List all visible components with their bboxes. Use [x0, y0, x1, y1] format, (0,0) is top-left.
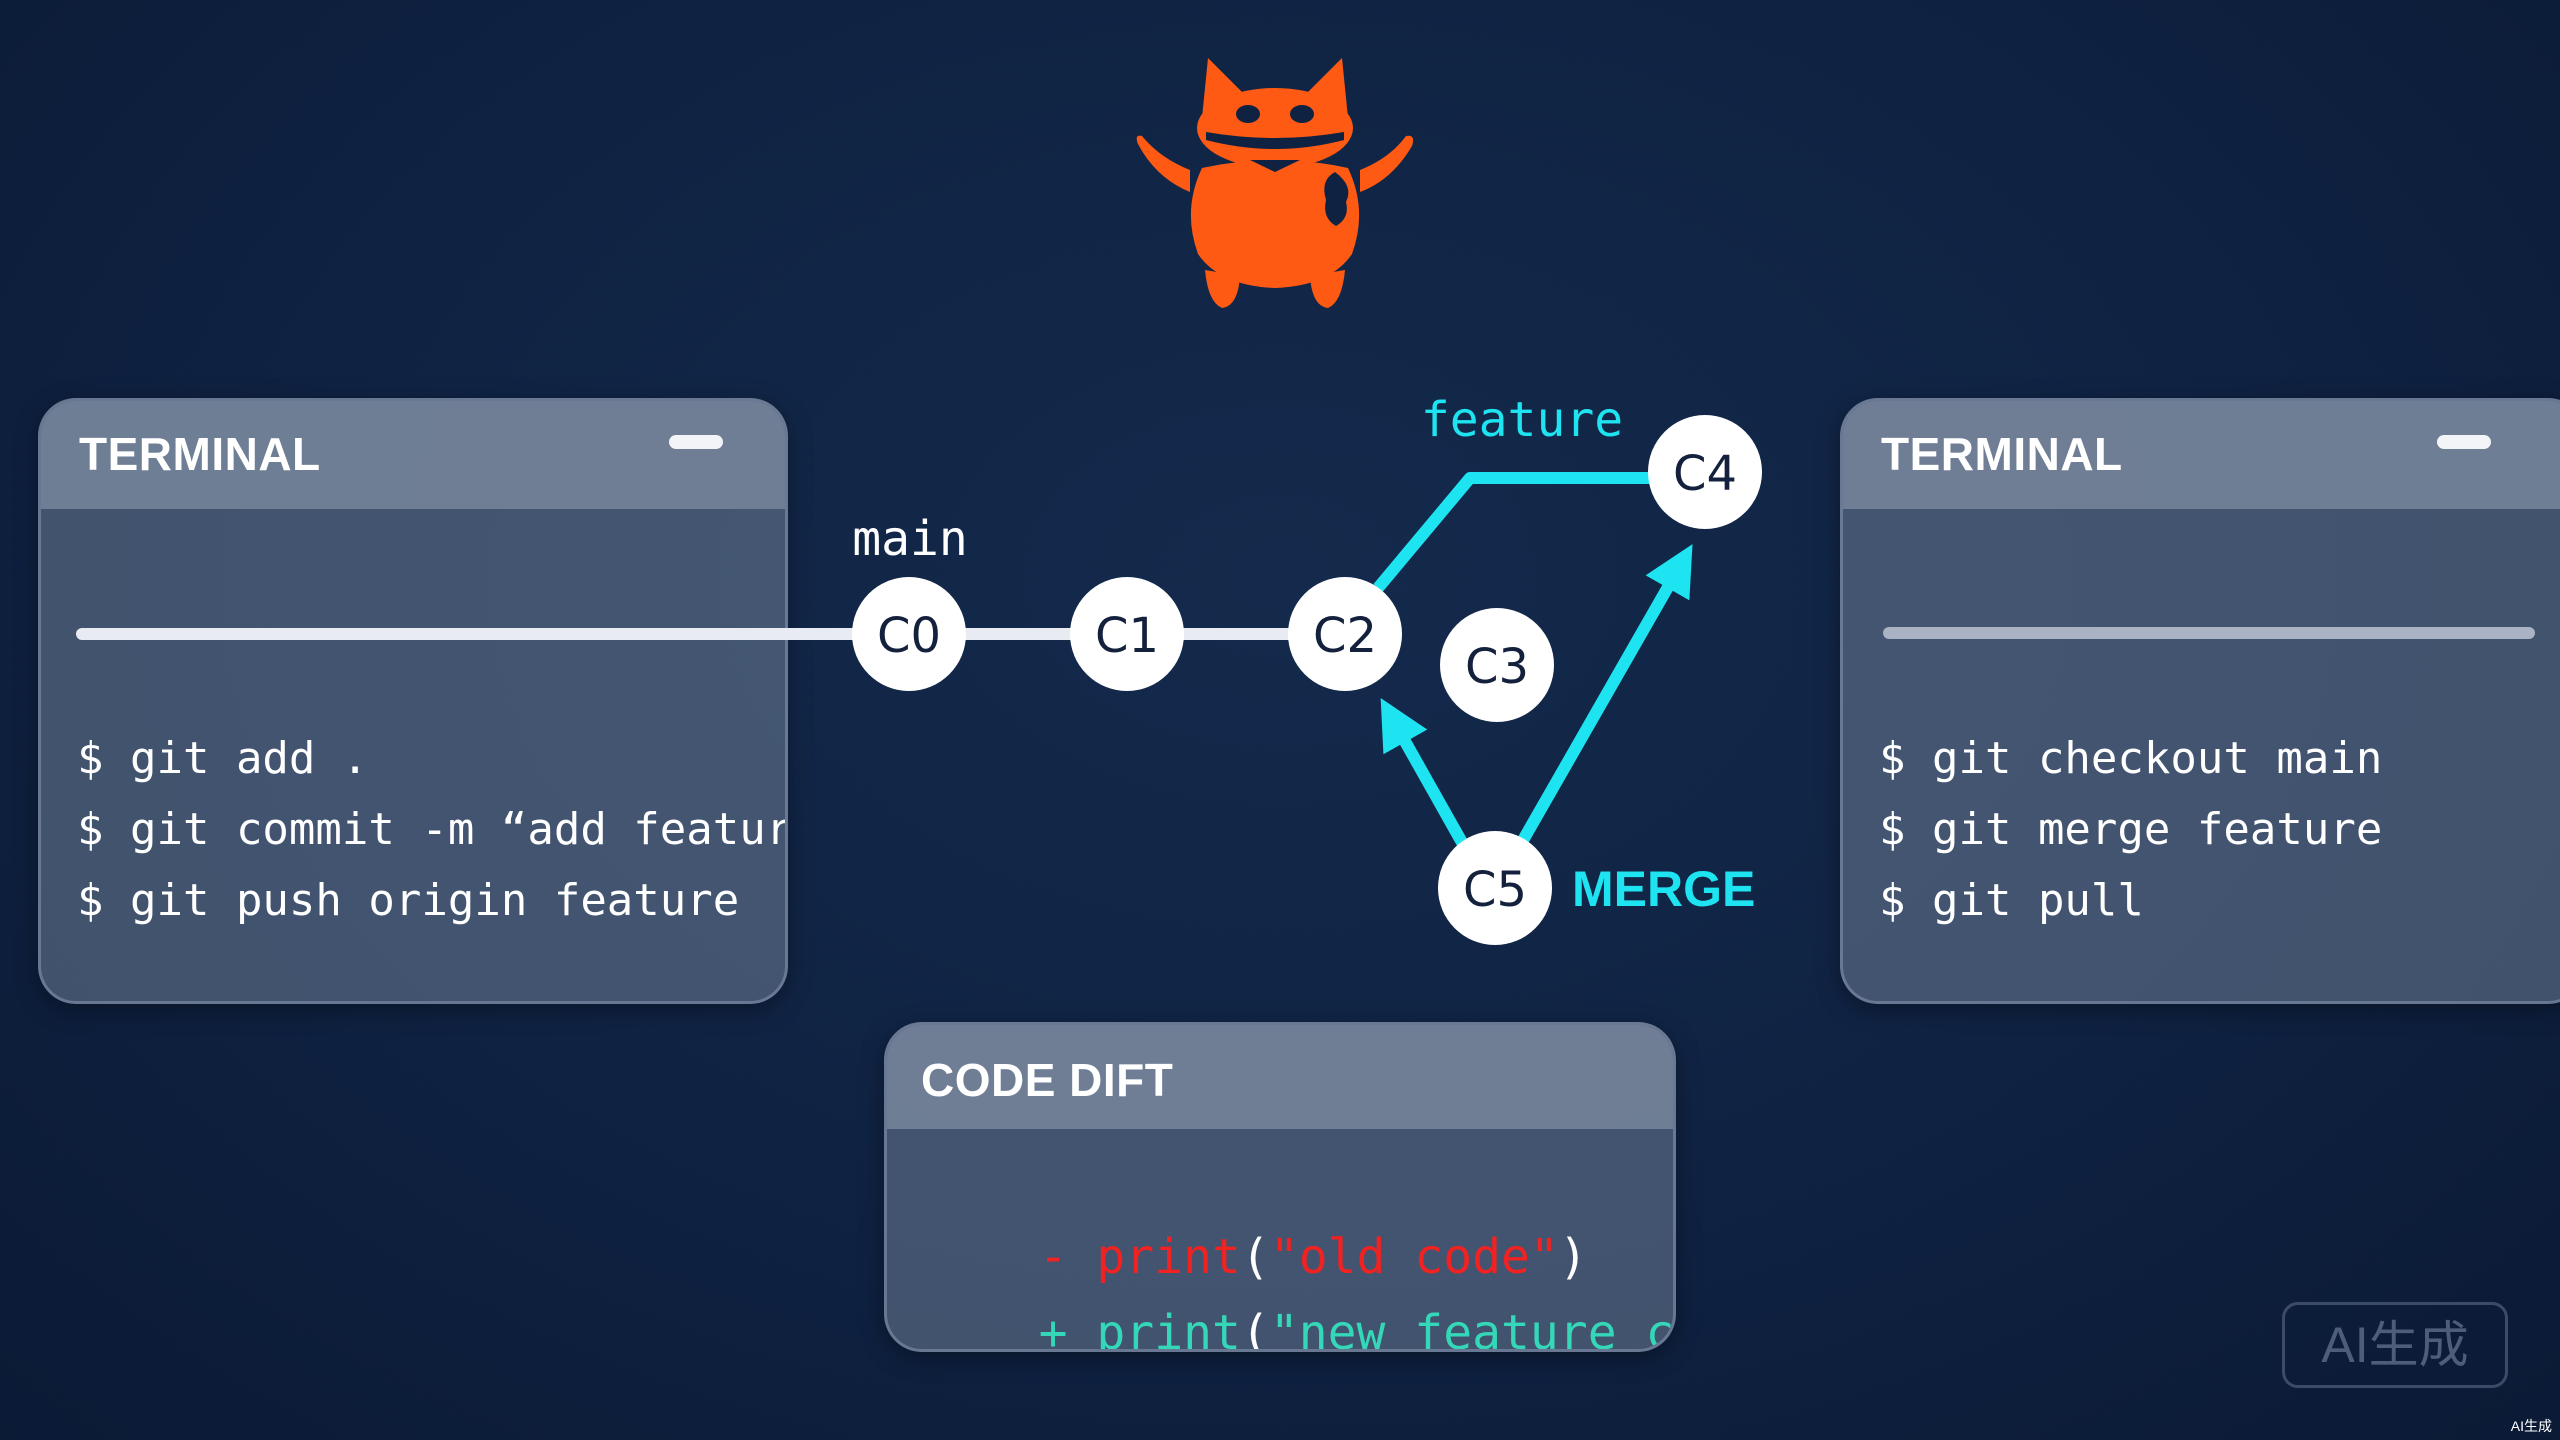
diff-removed-string: "old code" [1269, 1229, 1559, 1285]
commit-label: C3 [1465, 639, 1529, 695]
commit-node-c0[interactable]: C0 [852, 577, 966, 691]
diff-added-line: + print("new feature code") [923, 1219, 1675, 1352]
code-diff-header: CODE DIFT [887, 1025, 1673, 1129]
diff-removed-open: ( [1240, 1229, 1270, 1285]
commit-node-c4[interactable]: C4 [1648, 415, 1762, 529]
terminal-left-header: TERMINAL [41, 401, 785, 509]
feature-branch-line [1373, 472, 1650, 592]
branch-label-feature: feature [1421, 392, 1623, 448]
diff-removed-fn: print [1096, 1229, 1241, 1285]
terminal-left-title: TERMINAL [79, 428, 321, 480]
terminal-right-title: TERMINAL [1881, 428, 2123, 480]
diff-removed-sign: - [1038, 1229, 1068, 1285]
terminal-right-commands: $ git checkout main $ git merge feature … [1879, 723, 2382, 936]
merge-arrow-to-c2 [1380, 698, 1470, 849]
commit-label: C0 [877, 608, 941, 664]
diff-added-sign: + [1038, 1305, 1068, 1352]
commit-label: C5 [1463, 862, 1527, 918]
merge-arrow-to-c4 [1516, 544, 1693, 845]
commit-node-c3[interactable]: C3 [1440, 608, 1554, 722]
terminal-left: TERMINAL $ git add . $ git commit -m “ad… [38, 398, 788, 1004]
commit-label: C1 [1095, 608, 1159, 664]
code-diff-title: CODE DIFT [921, 1054, 1174, 1106]
command-line: $ git commit -m “add feature” [77, 804, 788, 855]
command-line: $ git pull [1879, 875, 2144, 926]
terminal-left-commands: $ git add . $ git commit -m “add feature… [77, 723, 788, 936]
diff-added-string: "new feature code" [1269, 1305, 1675, 1352]
command-line: $ git checkout main [1879, 733, 2383, 784]
terminal-divider [1883, 627, 2535, 639]
branch-label-main: main [852, 511, 968, 567]
command-line: $ git merge feature [1879, 804, 2383, 855]
watermark: AI生成 [2282, 1302, 2508, 1388]
diff-removed-line: - print("old code") [923, 1143, 1588, 1349]
commit-node-c5[interactable]: C5 [1438, 831, 1552, 945]
commit-label: C4 [1673, 446, 1737, 502]
commit-label: C2 [1313, 608, 1377, 664]
command-line: $ git add . [77, 733, 369, 784]
terminal-right: TERMINAL $ git checkout main $ git merge… [1840, 398, 2560, 1004]
diff-added-open: ( [1240, 1305, 1270, 1352]
code-diff-panel: CODE DIFT - print("old code") + print("n… [884, 1022, 1676, 1352]
command-line: $ git push origin feature [77, 875, 740, 926]
cat-mascot-icon [1136, 58, 1414, 308]
minimize-icon[interactable] [2437, 435, 2491, 449]
merge-label: MERGE [1572, 861, 1755, 917]
commit-node-c1[interactable]: C1 [1070, 577, 1184, 691]
minimize-icon[interactable] [669, 435, 723, 449]
diff-removed-close: ) [1558, 1229, 1588, 1285]
corner-mark: AI生成 [2510, 1418, 2552, 1434]
terminal-right-header: TERMINAL [1843, 401, 2560, 509]
commit-node-c2[interactable]: C2 [1288, 577, 1402, 691]
diff-added-fn: print [1096, 1305, 1241, 1352]
